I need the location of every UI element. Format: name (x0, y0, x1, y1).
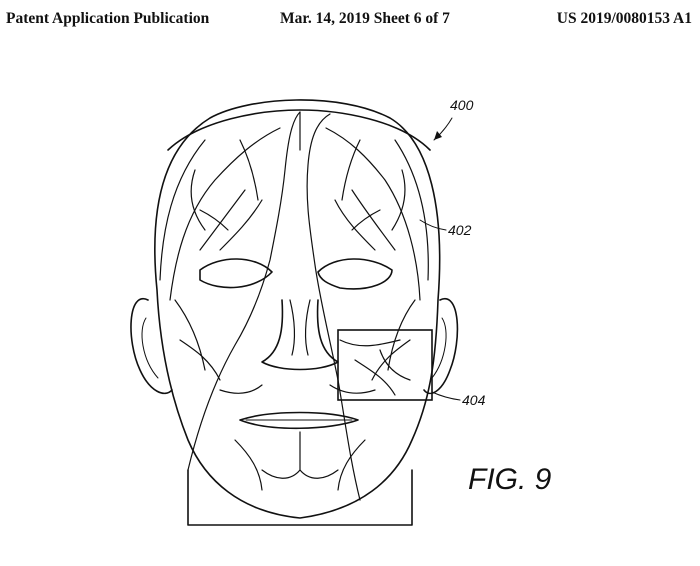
vessel-region-404 (339, 339, 411, 396)
ref-400-arrowhead (434, 131, 442, 140)
ref-404-leader (431, 391, 461, 401)
vessel-brow (199, 209, 381, 231)
right-ear-inner (431, 317, 447, 379)
facial-features (199, 258, 393, 430)
vessel-right-forehead-branches (334, 169, 406, 251)
publication-type: Patent Application Publication (6, 10, 210, 27)
vessel-left-main (187, 111, 301, 471)
right-eye (317, 258, 393, 290)
vessel-left-cheek (174, 299, 221, 381)
head-outline (130, 99, 459, 526)
ref-402: 402 (448, 222, 472, 238)
vessel-right-cheek (371, 299, 416, 381)
left-eye (199, 258, 273, 289)
vessel-chin-arc (261, 469, 339, 479)
vessel-forehead-center (239, 111, 361, 201)
hairline (167, 109, 431, 151)
vessel-right-main (306, 113, 361, 501)
ref-402-leader (419, 219, 447, 231)
figure-label: FIG. 9 (468, 463, 552, 496)
ref-404: 404 (462, 392, 486, 408)
page-header: Patent Application Publication Mar. 14, … (0, 0, 700, 40)
vessel-left-edge (159, 139, 206, 281)
mouth (239, 411, 359, 430)
face-contour (154, 99, 441, 519)
facial-vessels (159, 111, 429, 501)
vessel-right-temple (325, 127, 421, 301)
vessel-right-edge (394, 139, 429, 281)
left-ear-inner (141, 317, 159, 379)
vessel-chin (234, 431, 366, 491)
vessel-upper-lip (219, 384, 376, 394)
nose (261, 299, 339, 371)
vessel-nose (289, 299, 311, 356)
publication-date-sheet: Mar. 14, 2019 Sheet 6 of 7 (280, 10, 450, 27)
vessel-left-forehead-branches (190, 169, 263, 251)
neck-outline (187, 469, 413, 526)
left-ear (130, 297, 173, 395)
ref-400: 400 (450, 97, 474, 113)
region-404-box (337, 329, 433, 401)
publication-number: US 2019/0080153 A1 (556, 10, 692, 27)
vessel-left-temple (169, 127, 281, 301)
right-ear (423, 297, 459, 395)
